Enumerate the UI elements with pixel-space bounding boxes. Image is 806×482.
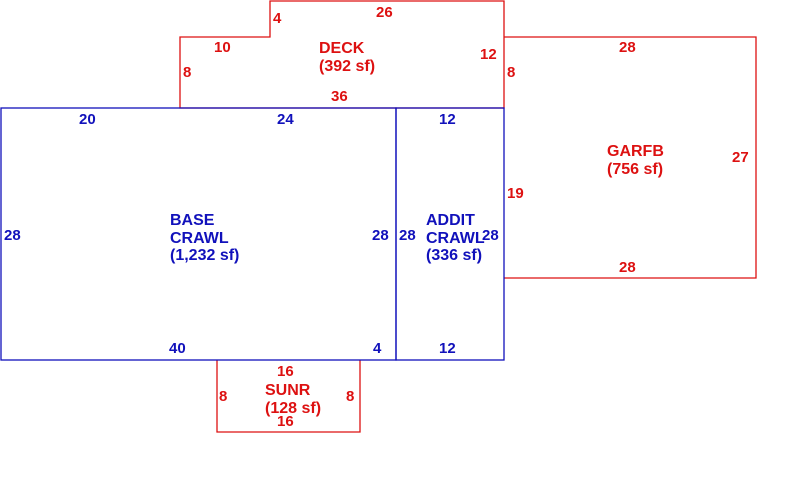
garfb-outline <box>504 36 757 279</box>
base-dim-top-left: 20 <box>79 111 96 128</box>
deck-dim-bottom: 36 <box>331 88 348 105</box>
base-dim-left: 28 <box>4 227 21 244</box>
base-area: (1,232 sf) <box>170 247 239 264</box>
addit-dim-bottom: 12 <box>439 340 456 357</box>
garfb-area: (756 sf) <box>607 161 663 178</box>
sunr-dim-right: 8 <box>346 388 354 405</box>
sunr-area: (128 sf) <box>265 400 321 417</box>
base-dim-top-mid: 24 <box>277 111 294 128</box>
garfb-name: GARFB <box>607 143 664 160</box>
base-sub: CRAWL <box>170 230 229 247</box>
deck-dim-step: 4 <box>273 10 282 27</box>
base-dim-right: 28 <box>372 227 389 244</box>
sunr-outline <box>216 360 361 433</box>
garfb-dim-left: 19 <box>507 185 524 202</box>
deck-dim-top: 26 <box>376 4 393 21</box>
base-name: BASE <box>170 212 215 229</box>
deck-name: DECK <box>319 40 365 57</box>
deck-area: (392 sf) <box>319 58 375 75</box>
sunr-dim-top: 16 <box>277 363 294 380</box>
addit-outline <box>395 107 505 361</box>
base-dim-bottom-right: 4 <box>373 340 382 357</box>
addit-name: ADDIT <box>426 212 475 229</box>
garfb-dim-right: 27 <box>732 149 749 166</box>
addit-sub: CRAWL <box>426 230 485 247</box>
garfb-dim-left-upper: 8 <box>507 64 515 81</box>
base-dim-bottom-left: 40 <box>169 340 186 357</box>
garfb-dim-bottom: 28 <box>619 259 636 276</box>
deck-dim-left: 8 <box>183 64 191 81</box>
sunr-name: SUNR <box>265 382 311 399</box>
sunr-dim-bottom: 16 <box>277 413 294 430</box>
addit-dim-top: 12 <box>439 111 456 128</box>
addit-dim-right: 28 <box>482 227 499 244</box>
deck-dim-step-top: 10 <box>214 39 231 56</box>
deck-dim-right: 12 <box>480 46 497 63</box>
garfb-dim-top: 28 <box>619 39 636 56</box>
addit-dim-left: 28 <box>399 227 416 244</box>
sunr-dim-left: 8 <box>219 388 227 405</box>
addit-area: (336 sf) <box>426 247 482 264</box>
